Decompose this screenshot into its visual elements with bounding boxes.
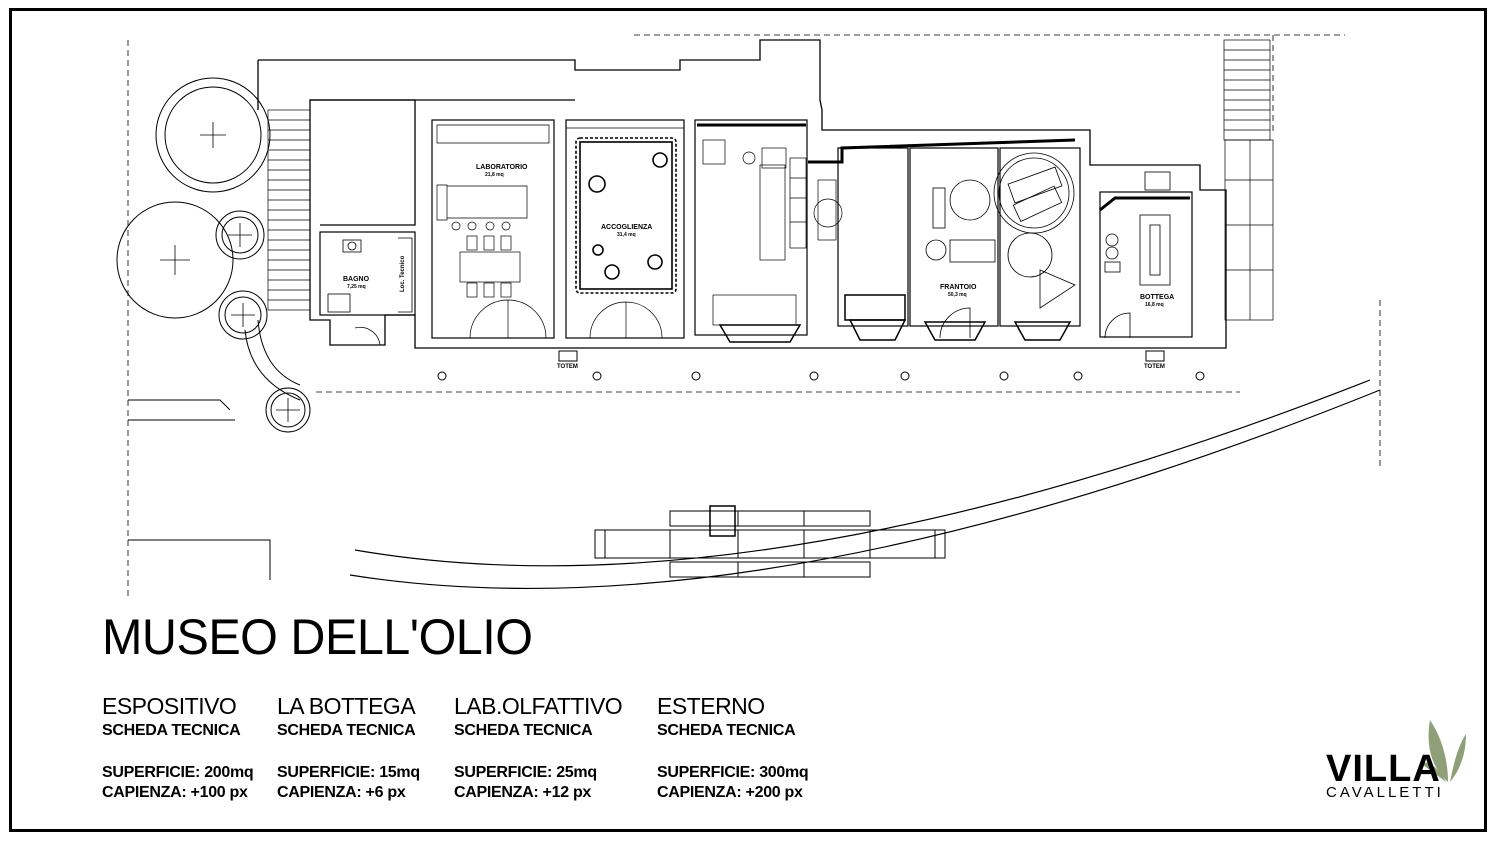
- olive-leaf-icon: [1420, 720, 1466, 782]
- outdoor-benches: [594, 505, 946, 578]
- section-subtitle: SCHEDA TECNICA: [277, 722, 416, 739]
- section-capienza: CAPIENZA: +100 px: [102, 784, 248, 801]
- label-frantoio: FRANTOIO: [940, 284, 977, 291]
- section-superficie: SUPERFICIE: 300mq: [657, 764, 809, 781]
- label-bottega-area: 16,8 mq: [1145, 302, 1164, 308]
- label-accoglienza: ACCOGLIENZA: [601, 224, 652, 231]
- section-superficie: SUPERFICIE: 200mq: [102, 764, 254, 781]
- interior-walls: [319, 119, 1193, 339]
- logo-subname: CAVALLETTI: [1326, 784, 1444, 801]
- label-totem-right: TOTEM: [1144, 364, 1165, 370]
- section-heading: LA BOTTEGA: [277, 693, 416, 719]
- laboratorio-furniture: [436, 124, 550, 339]
- label-totem-left: TOTEM: [557, 364, 578, 370]
- section-heading: LAB.OLFATTIVO: [454, 693, 623, 719]
- garden-path: [257, 319, 301, 386]
- middle-room-furniture: [702, 139, 843, 326]
- bottega-furniture: [1104, 171, 1171, 339]
- logo-name: VILLA: [1326, 748, 1441, 790]
- section-subtitle: SCHEDA TECNICA: [657, 722, 796, 739]
- page-frame: [9, 8, 1487, 832]
- thick-walls: [697, 123, 1190, 212]
- stairs-left: [267, 109, 311, 311]
- label-accoglienza-area: 31,4 mq: [617, 232, 636, 238]
- frantoio-machines: [925, 152, 1076, 339]
- section-heading: ESPOSITIVO: [102, 693, 237, 719]
- building-outline: [257, 39, 1227, 349]
- curved-road: [349, 379, 1381, 590]
- label-bagno: BAGNO: [343, 276, 370, 283]
- section-espositivo: ESPOSITIVO SCHEDA TECNICA SUPERFICIE: 20…: [102, 693, 254, 803]
- label-loc-tecnico: Loc. Tecnico: [400, 255, 406, 292]
- label-bottega: BOTTEGA: [1140, 294, 1174, 301]
- section-subtitle: SCHEDA TECNICA: [454, 722, 593, 739]
- section-subtitle: SCHEDA TECNICA: [102, 722, 241, 739]
- stairs-right: [1223, 39, 1274, 321]
- site-boundary-lines: [127, 34, 1381, 600]
- totems: [558, 350, 1165, 362]
- section-superficie: SUPERFICIE: 15mq: [277, 764, 420, 781]
- label-laboratorio: LABORATORIO: [476, 164, 528, 171]
- section-lab-olfattivo: LAB.OLFATTIVO SCHEDA TECNICA SUPERFICIE:…: [454, 693, 623, 803]
- section-capienza: CAPIENZA: +12 px: [454, 784, 592, 801]
- section-superficie: SUPERFICIE: 25mq: [454, 764, 597, 781]
- garden-trees: [116, 77, 311, 580]
- accoglienza-rug: [575, 137, 677, 294]
- section-capienza: CAPIENZA: +6 px: [277, 784, 406, 801]
- section-la-bottega: LA BOTTEGA SCHEDA TECNICA SUPERFICIE: 15…: [277, 693, 420, 803]
- bollards: [437, 371, 1205, 381]
- label-laboratorio-area: 21,8 mq: [485, 172, 504, 178]
- page-title: MUSEO DELL'OLIO: [102, 609, 533, 665]
- section-esterno: ESTERNO SCHEDA TECNICA SUPERFICIE: 300mq…: [657, 693, 809, 803]
- label-bagno-area: 7,25 mq: [347, 284, 366, 290]
- section-heading: ESTERNO: [657, 693, 765, 719]
- section-capienza: CAPIENZA: +200 px: [657, 784, 803, 801]
- label-frantoio-area: 50,3 mq: [948, 292, 967, 298]
- villa-cavalletti-logo: VILLA CAVALLETTI: [1322, 716, 1472, 806]
